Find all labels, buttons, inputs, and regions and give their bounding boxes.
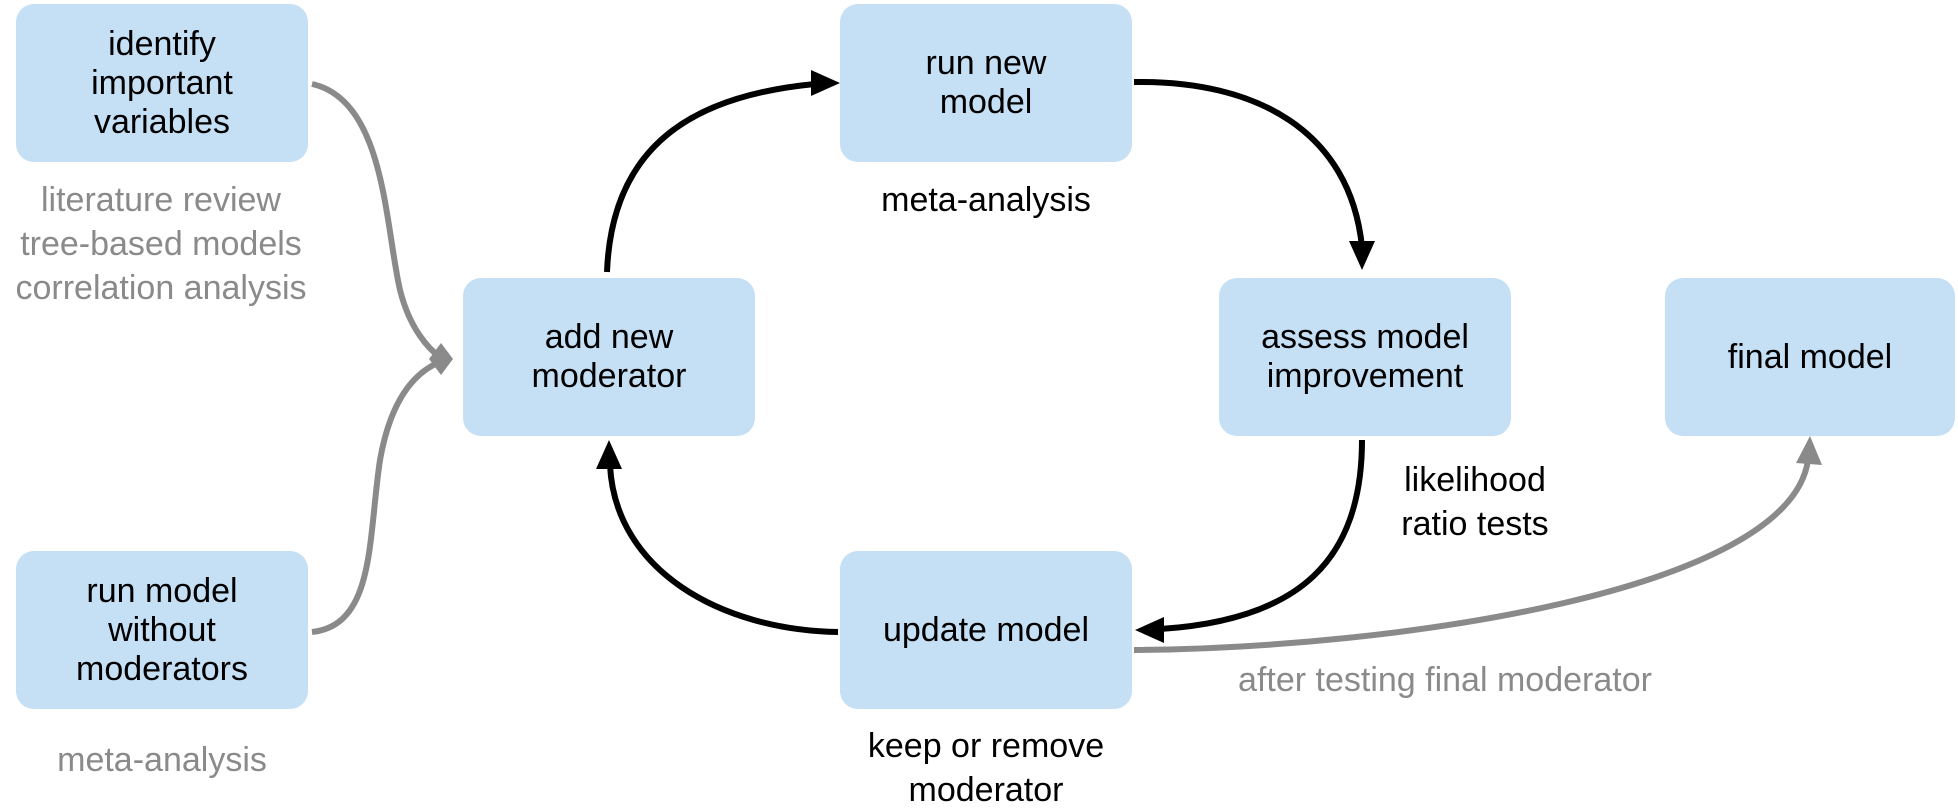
arrow-add-to-run-new	[604, 81, 816, 273]
box-final-model: final model	[1665, 278, 1955, 436]
arrow-identify-to-add	[311, 81, 442, 360]
note-update-method: keep or remove moderator	[867, 727, 1105, 809]
arrow-run-new-to-assess	[1133, 78, 1365, 248]
note-run-new-method: meta-analysis	[881, 181, 1091, 219]
arrowhead-update	[1135, 617, 1164, 643]
arrow-run-without-to-add	[311, 359, 442, 635]
arrow-assess-to-update	[1159, 439, 1365, 632]
box-run-new-model: run new model	[840, 4, 1132, 162]
note-final-condition: after testing final moderator	[1238, 661, 1652, 699]
arrowhead-run-new	[811, 70, 840, 96]
arrowhead-final	[1796, 436, 1822, 465]
box-update-model: update model	[840, 551, 1132, 709]
arrow-update-to-final	[1133, 459, 1811, 653]
box-identify-important-variables: identify important variables	[16, 4, 308, 162]
box-run-model-without-moderators: run model without moderators	[16, 551, 308, 709]
arrow-update-to-add	[607, 464, 839, 635]
arrowhead-add	[596, 440, 622, 469]
box-add-new-moderator: add new moderator	[463, 278, 755, 436]
note-assess-method: likelihood ratio tests	[1401, 461, 1549, 543]
box-assess-model-improvement: assess model improvement	[1219, 278, 1511, 436]
merge-arrowhead	[429, 343, 453, 375]
note-identify-methods: literature review tree-based models corr…	[15, 181, 307, 307]
note-run-without-method: meta-analysis	[57, 741, 267, 779]
arrowhead-assess	[1349, 241, 1375, 270]
